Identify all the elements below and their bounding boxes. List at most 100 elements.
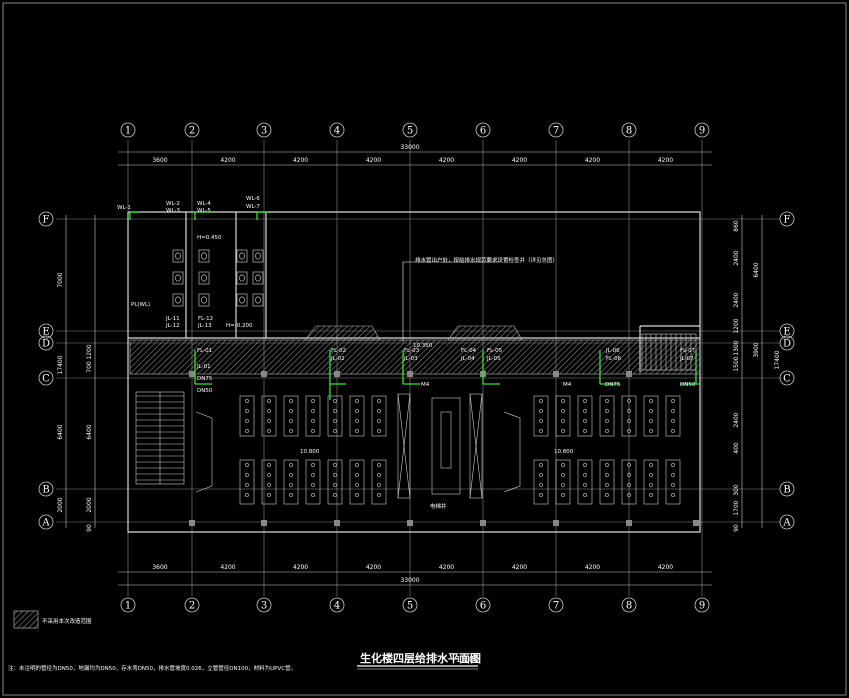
sink <box>539 419 543 423</box>
dimension-value: 3600 <box>152 564 167 571</box>
dimension-value: 400 <box>733 442 740 454</box>
axis-label: 6 <box>480 601 486 612</box>
axis-label: A <box>41 518 50 529</box>
sink <box>267 463 271 467</box>
stair <box>135 391 185 485</box>
sink <box>355 399 359 403</box>
axis-label: F <box>43 215 50 226</box>
column <box>407 371 413 377</box>
dimension-value: 2400 <box>733 250 740 265</box>
pipe-label: WL-3 <box>166 208 180 214</box>
lab-bench <box>533 459 549 505</box>
lab-bench <box>327 459 343 505</box>
axis-bubble <box>329 122 345 138</box>
pipe-label: JL-13 <box>197 323 212 329</box>
axis-bubble <box>38 514 54 530</box>
drawing-title: 生化楼四层给排水平面图 <box>360 651 481 665</box>
sink <box>539 399 543 403</box>
sink <box>671 463 675 467</box>
dimension-value: 700 <box>86 361 93 373</box>
sink <box>377 473 381 477</box>
lab-bench <box>577 395 593 437</box>
sink <box>355 483 359 487</box>
sink <box>267 409 271 413</box>
axis-bubble <box>38 370 54 386</box>
sink <box>583 429 587 433</box>
pipe-label: JL-12 <box>165 323 180 329</box>
axis-bubble <box>256 122 272 138</box>
water-pipes <box>129 211 700 400</box>
axis-label: 1 <box>125 601 131 612</box>
sink <box>561 483 565 487</box>
sink <box>627 473 631 477</box>
toilet-bowl <box>201 252 207 260</box>
elevation-label: 10.800 <box>554 449 574 455</box>
sink <box>289 483 293 487</box>
dimension-text: 3600360042004200420042004200420042004200… <box>57 144 781 584</box>
sink <box>649 493 653 497</box>
column <box>626 520 632 526</box>
dimension-value: 1200 <box>733 318 740 333</box>
sink <box>583 409 587 413</box>
sink <box>333 399 337 403</box>
sink <box>649 463 653 467</box>
sink <box>605 419 609 423</box>
sink <box>671 493 675 497</box>
lab-bench <box>371 395 387 437</box>
dimension-value: 3600 <box>152 157 167 164</box>
sink <box>289 409 293 413</box>
sink <box>649 483 653 487</box>
sink <box>267 419 271 423</box>
sink <box>289 463 293 467</box>
sink <box>671 409 675 413</box>
sink <box>355 409 359 413</box>
axis-bubble <box>38 481 54 497</box>
axis-label: 2 <box>189 126 195 137</box>
sink <box>245 429 249 433</box>
sink <box>649 419 653 423</box>
dimension-value: 2400 <box>733 412 740 427</box>
toilet-stall <box>236 271 248 285</box>
sink <box>245 419 249 423</box>
sink <box>583 493 587 497</box>
dimension-value: 6400 <box>86 424 93 439</box>
axis-label: C <box>783 374 791 385</box>
equipment-label: 电梯井 <box>430 502 447 510</box>
lab-bench <box>283 395 299 437</box>
sink <box>539 429 543 433</box>
sink <box>561 419 565 423</box>
toilet-bowl <box>255 296 261 304</box>
axis-label: E <box>42 327 49 338</box>
axis-label: 7 <box>553 601 559 612</box>
dimension-value: 4200 <box>293 157 308 164</box>
dimension-value: 4200 <box>220 564 235 571</box>
sink <box>245 463 249 467</box>
toilet-stall <box>198 249 210 263</box>
axis-label: 6 <box>480 126 486 137</box>
lab-bench <box>643 459 659 505</box>
elevation-label: 10.800 <box>300 449 320 455</box>
axis-label: 3 <box>261 126 267 137</box>
axis-label: B <box>783 485 790 496</box>
axis-bubble <box>402 122 418 138</box>
sink <box>245 399 249 403</box>
dimension-value: 4200 <box>512 157 527 164</box>
axis-bubble <box>329 597 345 613</box>
axis-label: D <box>42 339 50 350</box>
lab-bench <box>599 395 615 437</box>
sink <box>539 473 543 477</box>
sink <box>245 473 249 477</box>
sink <box>627 409 631 413</box>
dimension-value: 7000 <box>57 272 64 287</box>
axis-label: 4 <box>334 601 340 612</box>
sink <box>605 429 609 433</box>
sink <box>377 493 381 497</box>
axis-label: E <box>783 327 790 338</box>
sink <box>561 399 565 403</box>
column <box>553 520 559 526</box>
toilet-stall <box>252 271 264 285</box>
dimension-value: 4200 <box>366 157 381 164</box>
pipe-size-label: DN75 <box>197 376 213 382</box>
axis-label: 2 <box>189 601 195 612</box>
dimension-value: 17400 <box>774 350 781 369</box>
